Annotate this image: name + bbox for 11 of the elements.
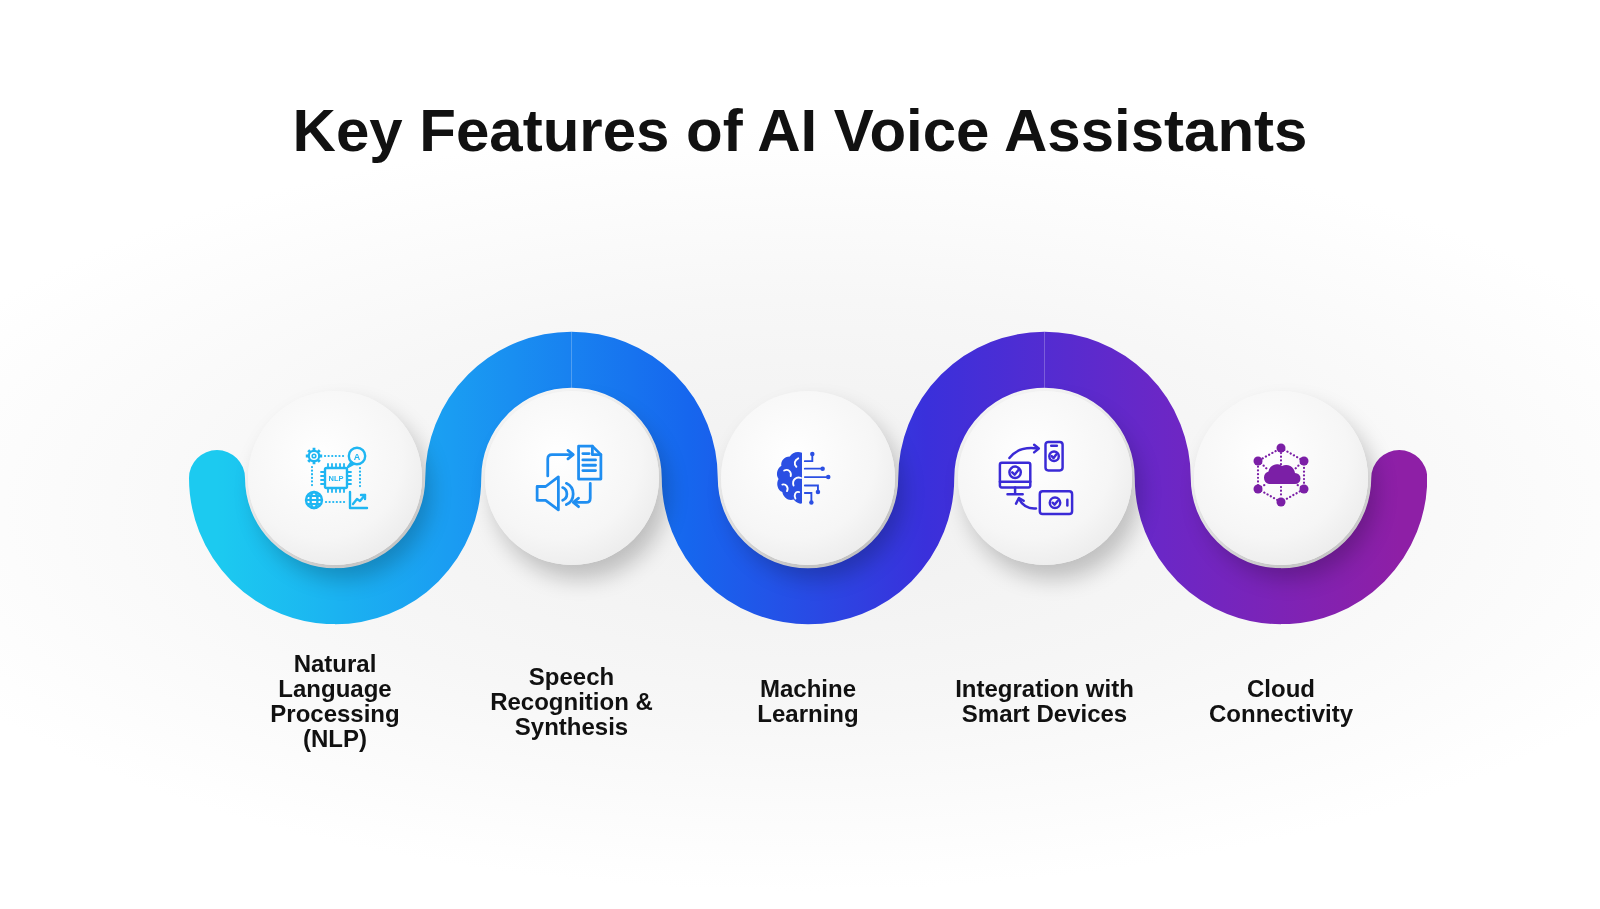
ribbon-connector <box>569 331 810 625</box>
icon-letter: A <box>353 452 361 461</box>
feature-label: Speech Recognition & Synthesis <box>489 663 654 739</box>
title: Key Features of AI Voice Assistants <box>292 98 1308 164</box>
ribbon-connector <box>806 331 1047 625</box>
feature-label: Natural Language Processing (NLP) <box>269 651 401 751</box>
ribbon-connector <box>1042 331 1283 625</box>
feature-label: Integration with Smart Devices <box>954 676 1135 726</box>
ribbon-connector <box>333 331 574 625</box>
feature-label: Cloud Connectivity <box>1208 676 1354 726</box>
feature-label: Machine Learning <box>756 676 860 726</box>
